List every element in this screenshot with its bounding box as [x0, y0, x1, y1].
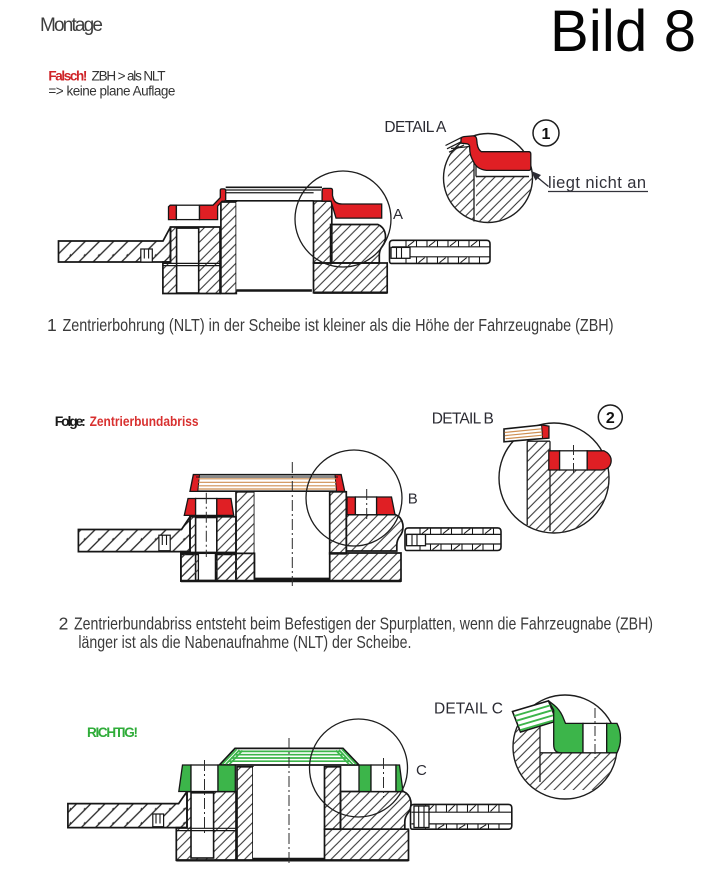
- svg-text:2: 2: [606, 410, 615, 427]
- svg-text:Zentrierbohrung (NLT) in der S: Zentrierbohrung (NLT) in der Scheibe ist…: [63, 315, 614, 335]
- svg-text:Falsch!: Falsch!: [48, 69, 87, 84]
- svg-text:ZBH > als NLT: ZBH > als NLT: [92, 69, 166, 84]
- svg-text:DETAIL B: DETAIL B: [432, 411, 494, 428]
- svg-text:1: 1: [47, 315, 57, 335]
- svg-text:RICHTIG!: RICHTIG!: [87, 725, 138, 740]
- svg-text:A: A: [393, 206, 403, 223]
- svg-text:B: B: [408, 490, 418, 507]
- svg-text:liegt nicht an: liegt nicht an: [548, 174, 646, 192]
- svg-text:C: C: [416, 762, 427, 779]
- svg-text:DETAIL C: DETAIL C: [434, 701, 503, 718]
- svg-text:2: 2: [59, 614, 69, 634]
- svg-text:Zentrierbundabriss entsteht be: Zentrierbundabriss entsteht beim Befesti…: [74, 614, 653, 634]
- svg-text:Zentrierbundabriss: Zentrierbundabriss: [90, 413, 199, 429]
- svg-text:DETAIL A: DETAIL A: [384, 119, 447, 136]
- svg-text:Montage: Montage: [40, 15, 103, 36]
- svg-text:länger ist als die Nabenaufnah: länger ist als die Nabenaufnahme (NLT) d…: [78, 632, 411, 652]
- svg-text:1: 1: [542, 126, 551, 143]
- svg-text:=> keine plane Auflage: => keine plane Auflage: [48, 84, 175, 99]
- svg-text:Folge:: Folge:: [55, 413, 86, 429]
- svg-text:Bild 8: Bild 8: [550, 0, 696, 64]
